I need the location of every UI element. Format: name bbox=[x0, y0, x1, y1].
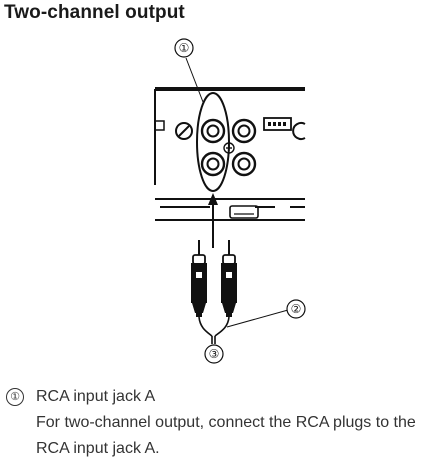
legend-description: For two-channel output, connect the RCA … bbox=[36, 414, 416, 457]
page-title: Two-channel output bbox=[4, 2, 185, 23]
callout-3: ③ bbox=[204, 344, 224, 364]
rca-input-jack-b bbox=[231, 118, 257, 177]
legend-name: RCA input jack A bbox=[36, 388, 156, 405]
connector-icon bbox=[263, 117, 292, 131]
callout-1-label: ① bbox=[179, 41, 190, 55]
callout-2-leader bbox=[226, 309, 289, 328]
rca-plug-left bbox=[191, 240, 207, 317]
partial-component-icon bbox=[292, 122, 306, 140]
callout-1: ① bbox=[174, 38, 194, 58]
amplifier-panel bbox=[154, 87, 305, 221]
screw-icon bbox=[175, 122, 193, 140]
indicator-square-icon bbox=[154, 120, 165, 131]
legend-item: ① RCA input jack A bbox=[6, 384, 420, 410]
legend-number: ① bbox=[6, 388, 24, 406]
rca-plug-right bbox=[221, 240, 237, 317]
insertion-arrow-icon bbox=[208, 193, 218, 248]
rca-input-jack-a bbox=[196, 92, 230, 192]
rca-cable bbox=[198, 316, 230, 344]
ground-symbol-icon bbox=[223, 142, 235, 154]
callout-3-label: ③ bbox=[209, 347, 220, 361]
callout-2-label: ② bbox=[291, 302, 302, 316]
wiring-diagram: ① ② ③ bbox=[154, 38, 306, 364]
callout-2: ② bbox=[286, 299, 306, 319]
legend: ① RCA input jack A For two-channel outpu… bbox=[6, 384, 420, 462]
callout-1-leader bbox=[185, 57, 204, 103]
